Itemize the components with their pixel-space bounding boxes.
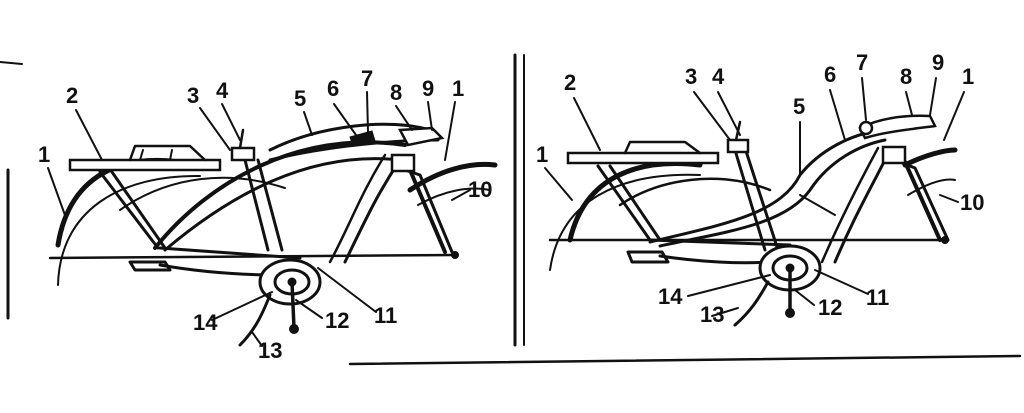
leader-line-right-2 — [693, 91, 731, 141]
callout-left-5: 6 — [327, 76, 339, 101]
callout-leaders — [47, 77, 965, 347]
callout-left-9: 1 — [452, 76, 464, 101]
front-fender — [902, 147, 958, 196]
front-fork — [881, 145, 950, 242]
leader-line-left-5 — [333, 103, 357, 136]
leader-line-left-4 — [303, 111, 313, 136]
callout-right-14: 14 — [658, 284, 683, 309]
leader-line-right-8 — [929, 77, 937, 116]
front-fender — [407, 161, 498, 206]
leader-line-left-3 — [221, 103, 241, 141]
leader-line-right-1 — [573, 97, 601, 151]
leader-line-left-14 — [211, 291, 273, 321]
callout-left-3: 4 — [216, 78, 229, 103]
chain-stay-and-axle-line — [548, 236, 949, 244]
leader-line-right-9 — [943, 91, 965, 141]
seat — [230, 128, 256, 162]
callout-left-8: 9 — [422, 76, 434, 101]
callout-left-13: 13 — [258, 338, 282, 363]
leader-line-right-12 — [794, 289, 815, 306]
callout-right-5: 6 — [824, 62, 836, 87]
callout-left-6: 7 — [361, 66, 373, 91]
bicycle-left — [48, 122, 498, 347]
kickstand — [128, 260, 282, 277]
callout-left-0: 1 — [38, 142, 50, 167]
leader-line-left-2 — [199, 107, 231, 151]
leader-line-left-7 — [395, 105, 413, 131]
leader-line-right-11 — [814, 269, 869, 295]
leader-line-left-8 — [427, 101, 433, 131]
front-fork — [390, 153, 454, 254]
leader-line-right-10 — [939, 194, 959, 203]
callout-left-4: 5 — [294, 86, 306, 111]
callout-right-10: 10 — [960, 190, 984, 215]
page-borders — [0, 53, 1022, 366]
leader-line-right-5 — [829, 89, 846, 141]
callout-right-9: 1 — [962, 64, 974, 89]
callout-left-1: 2 — [66, 83, 78, 108]
leader-line-left-13 — [251, 331, 263, 347]
callout-left-7: 8 — [390, 80, 402, 105]
rear-fender — [549, 161, 703, 271]
callout-left-10: 10 — [468, 177, 492, 202]
bicycle-right — [548, 114, 958, 327]
leader-line-left-12 — [295, 299, 323, 319]
leader-line-left-6 — [366, 91, 369, 133]
tank-and-light — [268, 122, 445, 162]
callout-right-12: 12 — [818, 295, 842, 320]
leader-line-right-13 — [711, 307, 739, 317]
callout-right-7: 8 — [900, 64, 912, 89]
tank-and-light — [858, 114, 937, 140]
leader-line-right-7 — [905, 91, 913, 116]
callout-left-2: 3 — [187, 83, 199, 108]
callout-right-8: 9 — [932, 50, 944, 75]
seat — [726, 120, 750, 154]
leader-line-right-0 — [544, 167, 573, 201]
callout-right-2: 3 — [685, 64, 697, 89]
callout-right-11: 11 — [866, 285, 889, 310]
leader-line-left-10 — [451, 189, 471, 201]
callout-left-12: 12 — [325, 308, 349, 333]
leader-line-right-3 — [717, 91, 741, 136]
callout-right-4: 5 — [793, 94, 805, 119]
leader-line-right-14 — [687, 274, 771, 297]
luggage-carrier — [68, 144, 222, 172]
crank-assembly — [733, 244, 822, 327]
callout-left-11: 11 — [374, 303, 397, 328]
luggage-carrier — [566, 140, 720, 165]
callout-right-3: 4 — [712, 64, 725, 89]
callout-right-13: 13 — [700, 302, 724, 327]
leader-line-left-0 — [47, 167, 67, 219]
leader-line-left-9 — [444, 101, 456, 161]
crank-assembly — [238, 258, 322, 347]
leader-line-right-6 — [861, 77, 867, 121]
leader-line-left-1 — [75, 109, 103, 161]
kickstand — [626, 250, 772, 265]
callout-right-0: 1 — [536, 142, 548, 167]
callout-right-6: 7 — [856, 50, 868, 75]
callout-left-14: 14 — [193, 310, 218, 335]
frame-tubes — [596, 128, 892, 264]
callout-right-1: 2 — [564, 70, 576, 95]
leader-line-left-11 — [317, 267, 377, 313]
chain-stay-and-axle-line — [48, 251, 459, 260]
